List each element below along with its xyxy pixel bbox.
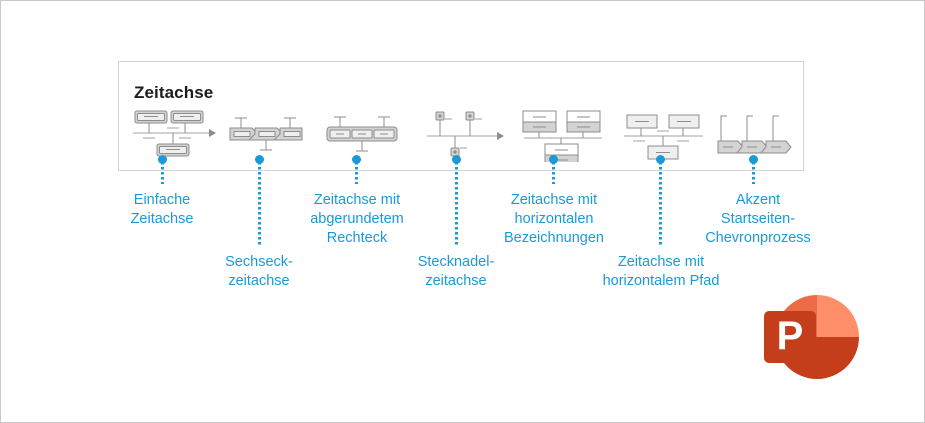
pin-timeline-icon[interactable] bbox=[419, 106, 513, 162]
powerpoint-logo-letter: P bbox=[777, 314, 804, 358]
pin-marker-horizontale-bezeichnungen bbox=[549, 155, 558, 164]
horizontal-path-timeline-icon[interactable] bbox=[619, 106, 713, 162]
leader-line-stecknadel-zeitachse bbox=[455, 162, 458, 246]
hexagon-timeline-icon[interactable] bbox=[224, 106, 318, 162]
pin-marker-einfache-zeitachse bbox=[158, 155, 167, 164]
pin-marker-chevronprozess bbox=[749, 155, 758, 164]
gallery-title: Zeitachse bbox=[134, 83, 214, 102]
timeline-gallery-panel: Zeitachse bbox=[118, 61, 804, 171]
caption-chevronprozess[interactable]: Akzent Startseiten- Chevronprozess bbox=[705, 192, 811, 246]
simple-timeline-icon[interactable] bbox=[127, 106, 221, 162]
leader-line-chevronprozess bbox=[752, 162, 755, 184]
leader-line-horizontaler-pfad bbox=[659, 162, 662, 246]
caption-sechseck-zeitachse[interactable]: Sechseck- zeitachse bbox=[225, 254, 293, 289]
rounded-rectangle-timeline-icon[interactable] bbox=[320, 106, 414, 162]
powerpoint-logo-icon: P bbox=[758, 289, 866, 385]
caption-abgerundetes-rechteck[interactable]: Zeitachse mit abgerundetem Rechteck bbox=[310, 192, 404, 246]
caption-horizontale-bezeichnungen[interactable]: Zeitachse mit horizontalen Bezeichnungen bbox=[504, 192, 604, 246]
leader-line-sechseck-zeitachse bbox=[258, 162, 261, 246]
pin-marker-horizontaler-pfad bbox=[656, 155, 665, 164]
horizontal-labels-timeline-icon[interactable] bbox=[517, 106, 611, 162]
leader-line-horizontale-bezeichnungen bbox=[552, 162, 555, 184]
leader-line-abgerundetes-rechteck bbox=[355, 162, 358, 184]
leader-line-einfache-zeitachse bbox=[161, 162, 164, 184]
caption-einfache-zeitachse[interactable]: Einfache Zeitachse bbox=[130, 192, 194, 227]
pin-marker-abgerundetes-rechteck bbox=[352, 155, 361, 164]
pin-marker-stecknadel-zeitachse bbox=[452, 155, 461, 164]
caption-stecknadel-zeitachse[interactable]: Stecknadel- zeitachse bbox=[417, 254, 495, 289]
pin-marker-sechseck-zeitachse bbox=[255, 155, 264, 164]
chevron-process-icon[interactable] bbox=[712, 106, 806, 162]
caption-horizontaler-pfad[interactable]: Zeitachse mit horizontalem Pfad bbox=[602, 254, 720, 289]
